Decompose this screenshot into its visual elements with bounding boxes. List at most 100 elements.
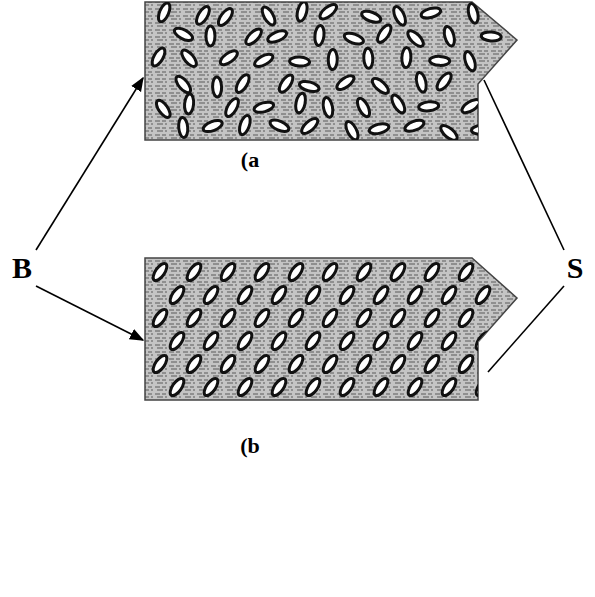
particle [438,123,459,143]
particle [355,261,374,283]
particle [423,307,442,329]
panel-label: (b [240,435,260,457]
particle [202,376,221,398]
particle [298,80,320,94]
particle [234,73,252,95]
particle [440,330,459,352]
particle [151,261,170,283]
particle [322,97,335,118]
particle [415,72,428,94]
particle [474,376,493,398]
leader-line [488,286,564,372]
leader-line [36,78,143,250]
particle [218,48,239,67]
particle [236,376,255,398]
particle [179,48,199,69]
arrow-band [145,258,517,400]
particle [406,284,425,306]
particle [335,73,356,92]
particle [223,97,241,119]
particle [355,307,374,329]
particle [338,284,357,306]
particle [260,5,278,27]
particle [151,353,170,375]
particle [321,307,340,329]
particle [423,353,442,375]
particle [360,9,382,24]
particle [406,376,425,398]
particle [401,47,411,67]
particle [471,124,492,135]
particle [418,101,439,112]
leader-line [484,80,564,250]
particle [270,284,289,306]
particle [219,261,238,283]
particle [338,330,357,352]
particle [389,93,407,115]
particle [289,57,309,67]
panel-label: (a [241,149,259,171]
particle [420,6,442,20]
particle [406,330,425,352]
particle [202,330,221,352]
particle [389,261,408,283]
particle [168,284,187,306]
particle [268,118,290,134]
particle [481,31,502,41]
particle [219,307,238,329]
particle [266,28,288,44]
particle [253,52,275,69]
particle [372,376,391,398]
particle [389,353,408,375]
particle [355,97,372,119]
particle [287,261,306,283]
particle [185,307,204,329]
particle [440,284,459,306]
particle [440,376,459,398]
particle [253,353,272,375]
particle [216,6,235,27]
particle [206,26,215,46]
particle [270,376,289,398]
particle [370,76,391,96]
particle [168,376,187,398]
particle [403,118,425,134]
particle [435,71,454,92]
particle [457,307,476,329]
particle [194,5,212,27]
particle [474,330,493,352]
particle [460,97,482,115]
particle [479,81,499,90]
particle [295,1,309,23]
particle [294,92,307,113]
particle [253,261,272,283]
particle [150,46,168,68]
particle [355,353,374,375]
particle [430,56,450,66]
particle [343,31,365,46]
particle [343,120,360,142]
particle [389,307,408,329]
particle [368,122,390,136]
particle [321,353,340,375]
particle [253,307,272,329]
particle [173,26,195,43]
particle [372,284,391,306]
particle [287,353,306,375]
particle [372,330,391,352]
particle [270,330,289,352]
particle [318,2,339,22]
particle [184,94,195,115]
particle [423,261,442,283]
region-label: B [12,253,32,283]
particle [151,307,170,329]
particle [185,261,204,283]
arrow-band [145,2,517,140]
particle [304,330,323,352]
random-particles [150,1,502,143]
particle [236,330,255,352]
leader-line [36,286,143,340]
particle [375,23,394,45]
particle [442,25,456,47]
